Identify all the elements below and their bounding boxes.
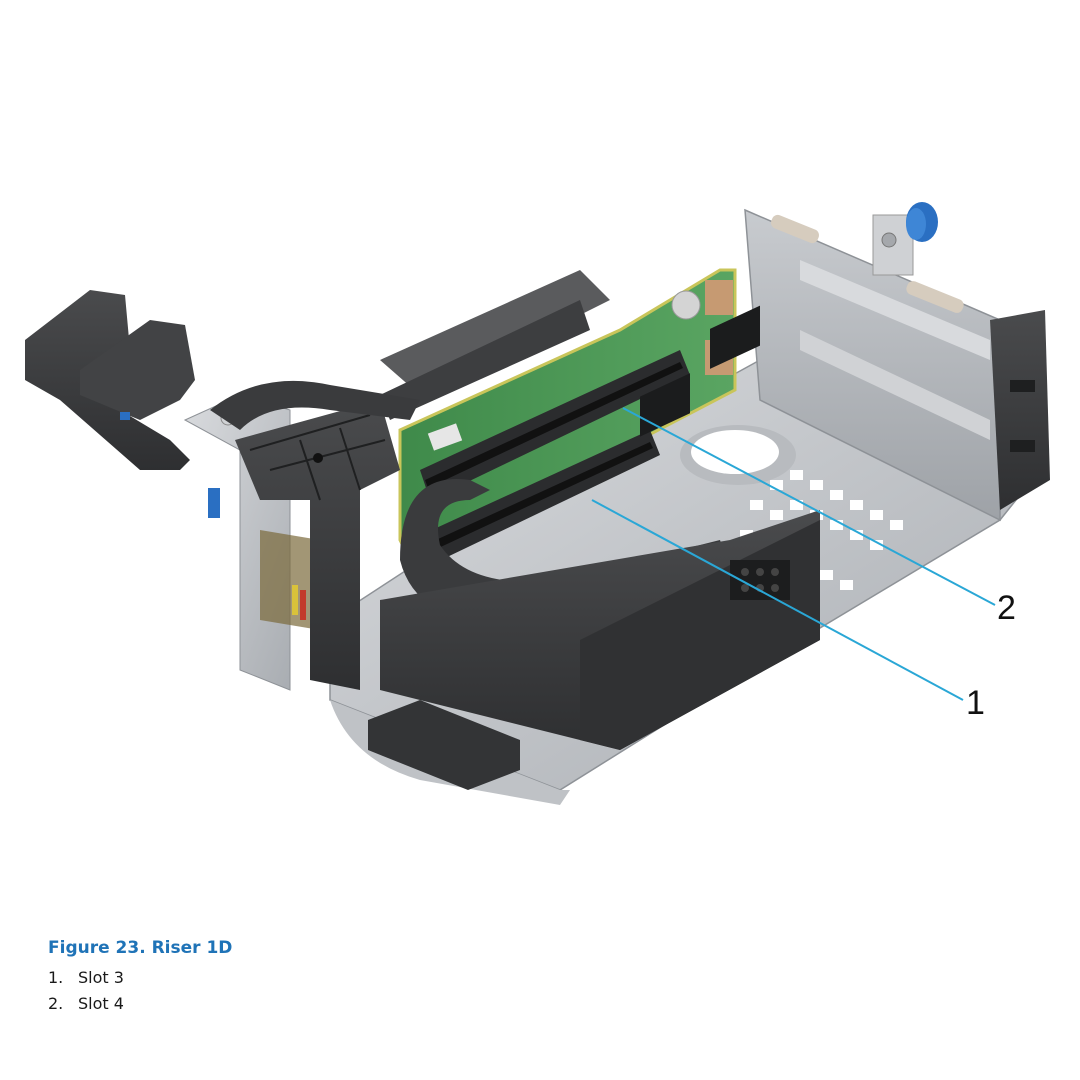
retention-clip bbox=[235, 400, 400, 690]
legend-item: 1. Slot 3 bbox=[48, 968, 232, 994]
legend-label: Slot 4 bbox=[78, 994, 124, 1013]
pcie-slot-4 bbox=[420, 350, 690, 500]
riser-illustration: 2 1 bbox=[25, 202, 1050, 805]
legend-number: 2. bbox=[48, 994, 64, 1013]
cable-clips bbox=[25, 290, 195, 470]
callout-1: 1 bbox=[966, 684, 985, 722]
callout-line-2 bbox=[622, 407, 996, 606]
pcie-slot-3 bbox=[410, 430, 660, 570]
figure-caption: Figure 23. Riser 1D 1. Slot 3 2. Slot 4 bbox=[48, 938, 232, 1020]
foam-pad bbox=[368, 700, 520, 790]
riser-drawing bbox=[25, 202, 1050, 805]
callout-2: 2 bbox=[997, 589, 1016, 627]
callout-lines bbox=[591, 407, 996, 701]
callout-line-1 bbox=[591, 499, 964, 701]
figure-title: Figure 23. Riser 1D bbox=[48, 938, 233, 958]
legend-number: 1. bbox=[48, 968, 64, 987]
legend-label: Slot 3 bbox=[78, 968, 124, 987]
rear-bracket bbox=[744, 202, 1050, 522]
callout-legend: 1. Slot 3 2. Slot 4 bbox=[48, 968, 232, 1020]
legend-item: 2. Slot 4 bbox=[48, 994, 232, 1020]
card-holder bbox=[380, 270, 610, 420]
